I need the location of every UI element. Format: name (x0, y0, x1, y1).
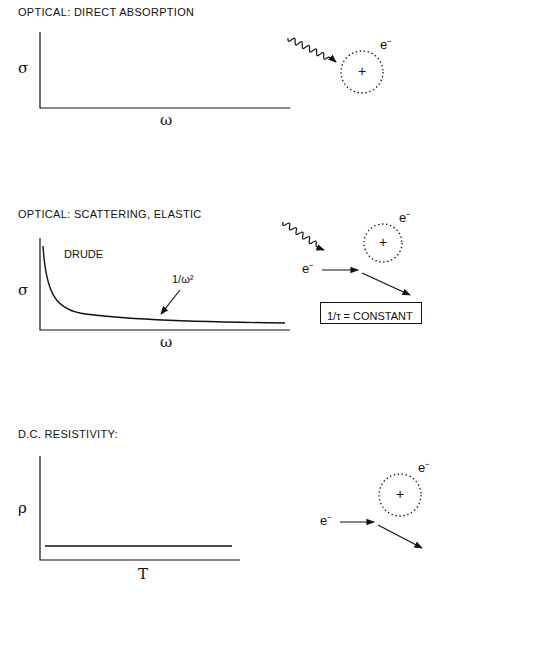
charge-sign: + (379, 235, 387, 250)
ion-circle: +e⁻ (340, 50, 384, 94)
electron-label: e⁻ (418, 461, 429, 475)
scattered-arrow (378, 525, 422, 548)
charge-sign: + (358, 64, 366, 79)
axis-label: ρ (18, 500, 27, 517)
section-heading: D.C. RESISTIVITY: (18, 428, 118, 440)
note-text: 1/τ = CONSTANT (327, 310, 413, 322)
electron-label: e⁻ (302, 262, 313, 276)
dotted-circle (379, 474, 421, 516)
charge-sign: + (396, 487, 404, 502)
section-heading: OPTICAL: SCATTERING, ELASTIC (18, 208, 202, 220)
electron-path-arrow (340, 521, 374, 522)
electron-path-arrow (322, 269, 358, 270)
scattered-arrow (362, 273, 410, 295)
electron-label: e⁻ (380, 38, 391, 52)
ion-circle: +e⁻ (378, 473, 422, 517)
axis-label: ω (160, 112, 172, 129)
photon-arrow (283, 222, 324, 250)
resistivity-line (45, 545, 232, 546)
electron-label: e⁻ (320, 514, 331, 528)
axis-label: σ (18, 282, 28, 299)
electron-label: e⁻ (399, 211, 410, 225)
axis-label: ω (160, 334, 172, 351)
drude-curve (43, 246, 285, 323)
curve-label: DRUDE (64, 248, 103, 260)
ion-circle: +e⁻ (363, 223, 403, 263)
dotted-circle (341, 51, 383, 93)
plot-axes (40, 238, 290, 330)
curve-label: 1/ω² (172, 273, 193, 285)
photon-arrow (288, 38, 336, 62)
leader-arrow (161, 290, 180, 314)
axis-label: T (138, 566, 148, 583)
plot-axes (40, 456, 240, 560)
dotted-circle (364, 224, 402, 262)
section-heading: OPTICAL: DIRECT ABSORPTION (18, 6, 194, 18)
plot-axes (40, 32, 290, 108)
note-box: 1/τ = CONSTANT (320, 302, 422, 324)
axis-label: σ (18, 60, 28, 77)
